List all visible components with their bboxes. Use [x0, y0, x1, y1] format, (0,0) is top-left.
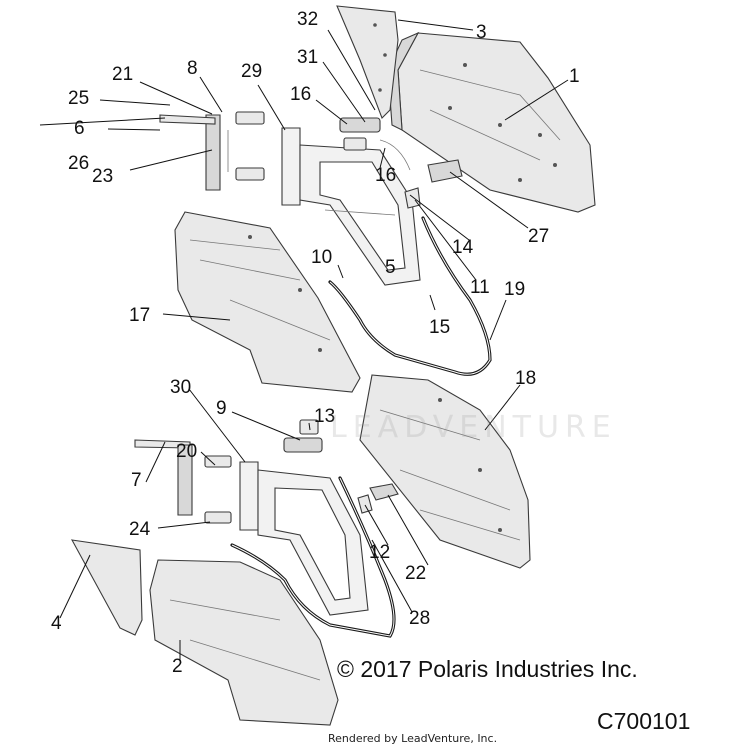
part-4-lower-left-small-panel [70, 539, 143, 636]
callout-label: 29 [241, 61, 262, 82]
callout-label: 21 [112, 64, 133, 85]
part-8-upper-hinge-bracket [159, 111, 265, 191]
callout-label: 3 [476, 22, 487, 43]
callout-label: 31 [297, 47, 318, 68]
callout-label: 28 [409, 608, 430, 629]
callout-label: 14 [452, 237, 474, 258]
watermark: LEADVENTURE [330, 410, 617, 445]
part-19-upper-seal [328, 216, 492, 376]
callout-label: 32 [297, 9, 318, 30]
part-30-lower-frame [239, 461, 369, 616]
callout-label: 5 [385, 257, 396, 278]
callout-label: 13 [314, 406, 335, 427]
callout-label: 24 [129, 519, 151, 540]
rendered-by-credit: Rendered by LeadVenture, Inc. [328, 732, 498, 745]
callout-label: 6 [74, 118, 85, 139]
callout-label: 10 [311, 247, 332, 268]
part-3-upper-right-small-panel [336, 5, 399, 119]
part-17-upper-left-door-panel [174, 211, 361, 393]
part-2-lower-left-door-panel [149, 559, 339, 726]
part-31-upper-latch [339, 117, 411, 171]
part-18-lower-right-door-panel [359, 374, 531, 569]
callout-label: 22 [405, 563, 426, 584]
callout-label: 19 [504, 279, 525, 300]
leader-lines [39, 19, 569, 660]
callout-label: 7 [131, 470, 142, 491]
part-9-lower-latch [283, 419, 323, 453]
callout-labels: 1 2 3 4 5 6 7 8 9 10 11 12 13 14 15 16 1… [51, 9, 580, 677]
callout-label: 15 [429, 317, 450, 338]
callout-label: 16 [290, 84, 311, 105]
callout-label: 23 [92, 166, 113, 187]
callout-label: 26 [68, 153, 89, 174]
part-29-upper-frame [281, 127, 421, 286]
copyright-notice: © 2017 Polaris Industries Inc. [337, 656, 638, 682]
part-28-lower-seal [230, 476, 396, 638]
callout-label: 16 [375, 165, 396, 186]
part-22-lower-striker [357, 483, 399, 514]
callout-label: 1 [569, 66, 580, 87]
callout-label: 4 [51, 613, 62, 634]
drawing-code: C700101 [597, 708, 691, 734]
callout-label: 8 [187, 58, 198, 79]
part-1-upper-right-door-panel [387, 31, 596, 213]
callout-label: 30 [170, 377, 191, 398]
callout-label: 11 [470, 277, 490, 298]
callout-label: 17 [129, 305, 150, 326]
callout-label: 20 [176, 441, 197, 462]
part-7-lower-hinge-bracket [134, 439, 232, 524]
callout-label: 27 [528, 226, 549, 247]
callout-label: 2 [172, 656, 183, 677]
callout-label: 9 [216, 398, 227, 419]
callout-label: 18 [515, 368, 536, 389]
part-27-upper-striker [404, 159, 463, 209]
callout-label: 12 [369, 542, 390, 563]
callout-label: 25 [68, 88, 89, 109]
